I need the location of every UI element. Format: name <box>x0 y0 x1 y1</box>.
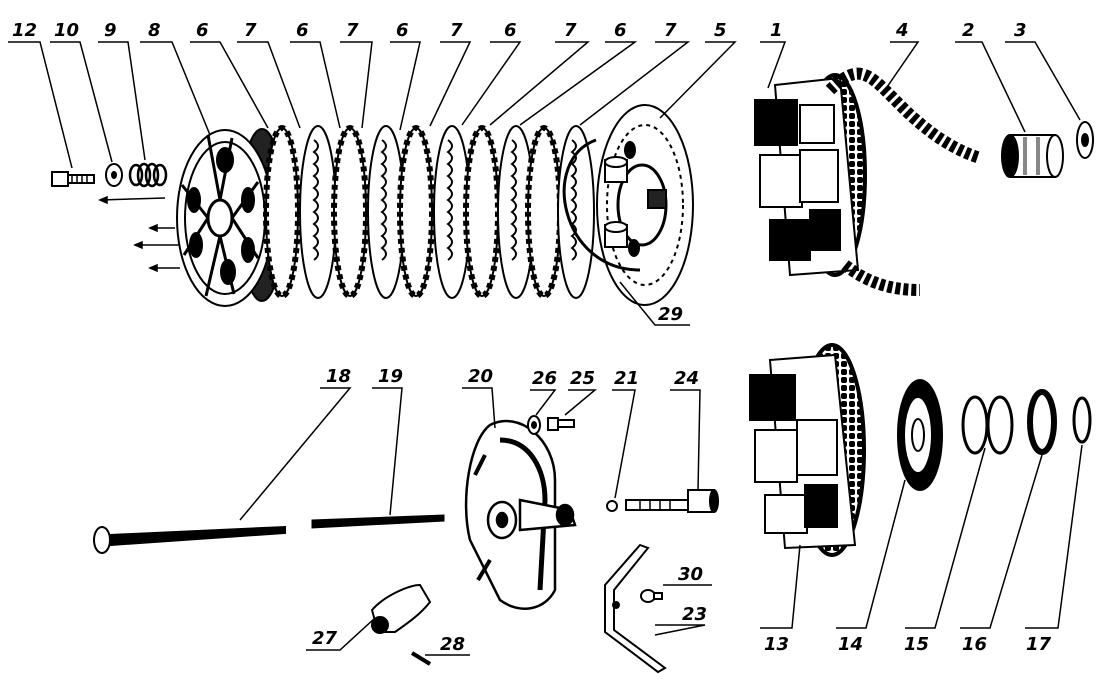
label-7-b: 7 <box>346 20 359 41</box>
label-9: 9 <box>104 20 117 41</box>
part-14-sprocket <box>897 379 943 491</box>
part-17-circlip <box>1072 396 1092 444</box>
label-7-d: 7 <box>564 20 577 41</box>
part-13-clutch-drum <box>749 343 866 557</box>
label-24: 24 <box>674 368 699 389</box>
part-23-bracket <box>604 543 667 674</box>
label-7-a: 7 <box>244 20 257 41</box>
label-12: 12 <box>12 20 37 41</box>
label-19: 19 <box>378 366 403 387</box>
part-16-ring <box>1027 389 1057 455</box>
label-6-c: 6 <box>396 20 409 41</box>
part-9-spring <box>128 162 168 188</box>
label-10: 10 <box>54 20 79 41</box>
part-4-chain <box>825 67 982 296</box>
part-29-circlip <box>562 138 641 272</box>
plate-7-c <box>433 125 471 299</box>
leader-lines <box>8 41 1083 656</box>
part-2-bush <box>1001 134 1064 178</box>
plate-6-a <box>263 125 301 299</box>
label-4: 4 <box>895 20 909 41</box>
plate-6-b <box>331 125 369 299</box>
label-27: 27 <box>312 628 338 649</box>
label-2: 2 <box>962 20 975 41</box>
direction-arrows <box>98 195 180 273</box>
part-21-ball <box>606 500 618 512</box>
label-8: 8 <box>148 20 161 41</box>
label-6-b: 6 <box>296 20 309 41</box>
label-23: 23 <box>682 604 707 625</box>
label-1: 1 <box>770 20 783 41</box>
part-labels: 12 10 9 8 6 7 6 7 6 7 6 7 6 7 5 1 4 2 3 … <box>12 20 1052 655</box>
part-20-release-housing <box>464 419 577 610</box>
label-6-e: 6 <box>614 20 627 41</box>
label-6-d: 6 <box>504 20 517 41</box>
part-5-clutch-hub <box>596 104 694 306</box>
plate-6-e <box>525 125 563 299</box>
part-30-screw <box>640 589 663 603</box>
label-29: 29 <box>658 304 683 325</box>
part-25-screw <box>547 417 575 431</box>
label-20: 20 <box>468 366 493 387</box>
label-18: 18 <box>326 366 351 387</box>
label-26: 26 <box>532 368 557 389</box>
label-14: 14 <box>838 634 863 655</box>
label-15: 15 <box>904 634 929 655</box>
part-28-pin <box>410 651 432 666</box>
label-7-c: 7 <box>450 20 463 41</box>
part-19-rod <box>311 514 445 529</box>
label-21: 21 <box>614 368 639 389</box>
label-25: 25 <box>570 368 595 389</box>
part-10-washer <box>105 163 123 187</box>
label-13: 13 <box>764 634 789 655</box>
label-28: 28 <box>440 634 465 655</box>
part-15-spring-washer <box>961 395 1014 455</box>
plate-7-d <box>497 125 535 299</box>
part-26-nut <box>527 415 541 435</box>
label-30: 30 <box>678 564 703 585</box>
label-3: 3 <box>1014 20 1027 41</box>
part-12-bolt <box>51 171 95 187</box>
part-3-washer <box>1076 121 1094 159</box>
part-1-clutch-drum <box>754 73 867 277</box>
plate-6-d <box>463 125 501 299</box>
plate-7-a <box>299 125 337 299</box>
label-7-e: 7 <box>664 20 677 41</box>
label-16: 16 <box>962 634 987 655</box>
label-17: 17 <box>1026 634 1052 655</box>
plate-6-c <box>397 125 435 299</box>
part-27-lever <box>370 583 432 634</box>
label-5: 5 <box>714 20 727 41</box>
part-24-adjuster-screw <box>625 489 719 513</box>
label-6-a: 6 <box>196 20 209 41</box>
part-18-push-rod <box>93 525 286 554</box>
